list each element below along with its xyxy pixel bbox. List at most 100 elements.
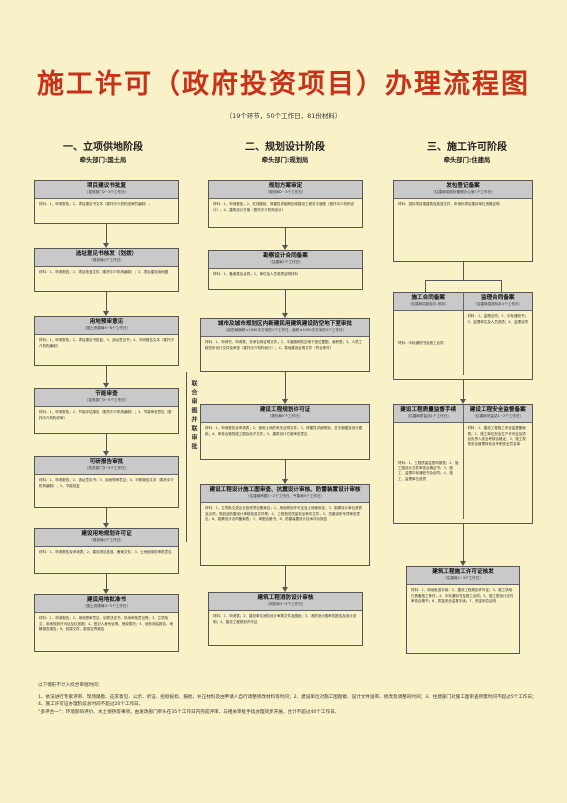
step-quality-supervision: 建设工程质量监督手续（住建局质监站1个工作日） (394, 405, 464, 423)
step-construction-permit: 建筑工程施工许可证核发（住建局2~3个工作日） 材料：1、用地批准手续；2、建设… (406, 566, 520, 654)
side-label: 联合审图并联审批 (190, 380, 197, 452)
step-materials: 材料：1、立项批文或企业投资项目备案证；2、用地规划许可证及土地使用证；3、勘察… (205, 506, 363, 521)
step-materials: 材料：1、申请报告及申请表；2、使用土地的有关证明文件；3、修建性详细规划、总平… (205, 426, 363, 436)
step-materials: 材料：1、申请报告；2、用地预审意见、划拨决定书、供地审批意见等；3、立项批文、… (39, 616, 173, 631)
step-dept: （发改部门3~5个工作日） (84, 466, 129, 471)
contracts-header-row: 施工合同备案（住建局招投标办-即办） 监理合同备案（住建局招投标办1个工作日） (394, 293, 532, 312)
step-materials: 材料：1、申请报告及申请表；2、建设项目批准、备案文件；3、土地使用权审批意见 (39, 550, 172, 555)
step-materials: 材料：1、申请书、申请表、总承包商证明文件；2、平面图和防空地下室位置图、面积表… (205, 340, 363, 350)
arrow-down-icon (282, 245, 288, 250)
page-subtitle: （19个环节，50个工作日，81份材料） (225, 112, 342, 120)
step-materials: 材料：1、建设工程施工安全监督备案表；2、施工单位安全生产许可证及项目负责人安全… (467, 426, 526, 447)
step-dept: （住建局审图1~2个工作日，气象局5个工作日） (245, 494, 325, 499)
step-materials: 材料：1、工程质量监督申报表；2、施工图设计文件审查合格证书；3、施工、监理中标… (394, 423, 464, 520)
contracts-body-row: 材料：中标通知书及施工合同 材料：1、监理合同；2、中标通知书；3、监理单位及人… (394, 311, 532, 376)
phase-2-header: 二、规划设计阶段 牵头部门:规划局 (200, 138, 370, 164)
step-name: 项目建议书批复 (86, 183, 127, 189)
step-name: 建设用地批准书 (86, 597, 127, 603)
connector-line (285, 290, 286, 314)
arrow-down-icon (282, 587, 288, 592)
step-drawing-review: 建设工程设计施工图审查、抗震设计审核、防雷装置设计审核（住建局审图1~2个工作日… (200, 484, 370, 566)
step-materials: 材料：1、申请报告；2、红线图纸、修建性详细规划或建设工程总平面图（委托中介机构… (213, 202, 354, 212)
step-materials: 材料：1、申请报告；2、选址意见书；3、用地预审意见；4、可研报告文本（委托中介… (39, 478, 174, 488)
footnote-heading: 以下情形不计入综合审批时间： (38, 683, 103, 688)
step-dept: （发改部门2~3个工作日） (84, 190, 129, 195)
step-land-pre-review: 用地预审意见（国土资源局5~8个工作日） 材料：1、申请报告；2、项目建议书批复… (34, 316, 179, 366)
supervision-panel: 建设工程质量监督手续（住建局质监站1个工作日） 建设工程安全监督备案（住建局安监… (393, 404, 533, 524)
step-dept: （住建局招投标办-即办） (407, 302, 449, 307)
phase-3-dept: 牵头部门:住建局 (443, 157, 491, 164)
phase-1-title: 一、立项供地阶段 (63, 142, 143, 153)
step-materials: 材料：1、监理合同；2、中标通知书；3、监理单位及人员资质；4、监理合同 (467, 314, 528, 324)
phase-1-dept: 牵头部门:国土局 (79, 157, 127, 164)
step-fire-design-review: 建筑工程消防设计审核（消防局3~5个工作日） 材料：1、申请表；2、建设单位消防… (208, 592, 363, 646)
step-feasibility-approval: 可研报告审批（发改部门3~5个工作日） 材料：1、申请报告；2、选址意见书；3、… (34, 456, 179, 508)
step-name: 施工合同备案 (411, 295, 446, 301)
step-safety-supervision: 建设工程安全监督备案（住建局安监站1~2个工作日） (463, 405, 532, 423)
footnote-line-1: 1、依法进行专家评审、现场踏勘、征求意见、公示、听证、招标投标、报批、补正材料及… (38, 694, 537, 708)
arrow-down-icon (103, 451, 109, 456)
step-materials: 材料：招标项目报建表及批准文件、申请标项目建设单位资格证明 (398, 202, 500, 207)
step-name: 建设工程安全监督备案 (469, 407, 526, 413)
phase-3-title: 三、施工许可阶段 (427, 142, 507, 153)
step-name: 节能审查 (95, 391, 118, 397)
connector-line (106, 224, 107, 244)
connector-line (463, 380, 464, 400)
phase-3-header: 三、施工许可阶段 牵头部门:住建局 (392, 138, 542, 164)
phase-2-dept: 牵头部门:规划局 (261, 157, 309, 164)
step-survey-contract-filing: 勘察设计合同备案（住建局2个工作日） 材料：1、备案表及合同；2、单位及人员资质… (208, 250, 363, 290)
arrow-down-icon (103, 311, 109, 316)
step-materials: 材料：中标通知书及施工合同 (394, 311, 464, 376)
step-name: 选址意见书核发（划拨） (75, 251, 138, 257)
step-dept: （住建局2~3个工作日） (443, 576, 483, 581)
connector-line (463, 524, 464, 562)
supervision-header-row: 建设工程质量监督手续（住建局质监站1个工作日） 建设工程安全监督备案（住建局安监… (394, 405, 532, 424)
step-dept: （规划局2个工作日） (89, 258, 124, 263)
contracts-panel: 施工合同备案（住建局招投标办-即办） 监理合同备案（住建局招投标办1个工作日） … (393, 292, 533, 380)
step-name: 规划方案审定 (268, 183, 303, 189)
step-name: 建设工程规划许可证 (259, 407, 311, 413)
step-dept: （住建局2个工作日） (268, 260, 303, 265)
arrow-down-icon (103, 383, 109, 388)
step-dept: （住建局招投标办1个工作日） (473, 302, 523, 307)
step-materials: 材料：1、用地批准手续；2、建设工程规划许可证；3、施工场地已具备施工条件；4、… (411, 588, 514, 603)
step-site-selection: 选址意见书核发（划拨）（规划局2个工作日） 材料：1、申请报告；2、项目批准文件… (34, 248, 179, 292)
connector-line (425, 280, 426, 292)
step-construction-planning-permit: 建设工程规划许可证（规划局5个工作日） 材料：1、申请报告及申请表；2、使用土地… (200, 404, 370, 460)
step-construction-contract: 施工合同备案（住建局招投标办-即办） (394, 293, 464, 311)
step-materials: 材料：1、申请报告；2、项目建议书文本（委托中介机构送审的编制）； (39, 202, 152, 207)
connector-line (106, 574, 107, 590)
connector-line (285, 566, 286, 588)
connector-line (425, 280, 501, 281)
step-land-approval-letter: 建设用地批准书（国土资源局3~5个工作日） 材料：1、申请报告；2、用地预审意见… (34, 594, 179, 652)
step-dept: （发改部门3~5个工作日） (84, 398, 129, 403)
connector-line (285, 372, 286, 400)
arrow-down-icon (282, 313, 288, 318)
step-dept: （规划局2个工作日） (89, 538, 124, 543)
arrow-down-icon (282, 479, 288, 484)
arrow-down-icon (103, 523, 109, 528)
connector-line (106, 366, 107, 384)
connector-line (285, 228, 286, 246)
step-energy-review: 节能审查（发改部门3~5个工作日） 材料：1、申请报告；2、节能评估报告（委托中… (34, 388, 179, 434)
step-materials: 材料：1、申请报告；2、节能评估报告（委托中介机构编制）；3、节能审查意见（委托… (39, 410, 172, 420)
footnotes: 以下情形不计入综合审批时间： 1、依法进行专家评审、现场踏勘、征求意见、公示、听… (38, 682, 538, 716)
step-materials: 材料：1、申请报告；2、项目批准文件（委托中介机构编制）；3、项目建设用地图 (39, 270, 169, 275)
step-dept: （民防局面积<1000平方米的1个工作日，面积≥1000平方米的3个工作日） (223, 328, 347, 333)
step-name: 发包登记备案 (446, 183, 480, 189)
step-name: 监理合同备案 (480, 295, 515, 301)
footnote-line-2: “多评合一”：环境影响评价、水土保持等事项，由发改部门牵头在35个工作日内完成评… (38, 709, 340, 715)
connector-line (501, 280, 502, 292)
arrow-down-icon (460, 399, 466, 404)
step-supervision-contract: 监理合同备案（住建局招投标办1个工作日） (463, 293, 532, 311)
step-materials: 材料：1、申请报告；2、项目建议书批复；3、选址意见书；4、可研报告文本（委托中… (39, 338, 174, 348)
step-name: 建设用地规划许可证 (81, 531, 132, 537)
step-dept: （住建局招投标管理办公室1个工作日） (431, 190, 495, 195)
step-materials: 材料：1、申请表；2、建设单位消防设计审核文件及图纸；3、消防设计图审查报告及设… (213, 614, 357, 624)
step-planning-scheme: 规划方案审定（规划局2~3个工作日） 材料：1、申请报告；2、红线图纸、修建性详… (208, 180, 363, 228)
step-dept: （国土资源局5~8个工作日） (82, 326, 131, 331)
connector-line (285, 460, 286, 480)
step-name: 可研报告审批 (89, 459, 124, 465)
step-name: 建设工程质量监督手续 (400, 407, 457, 413)
connector-line (463, 262, 464, 280)
